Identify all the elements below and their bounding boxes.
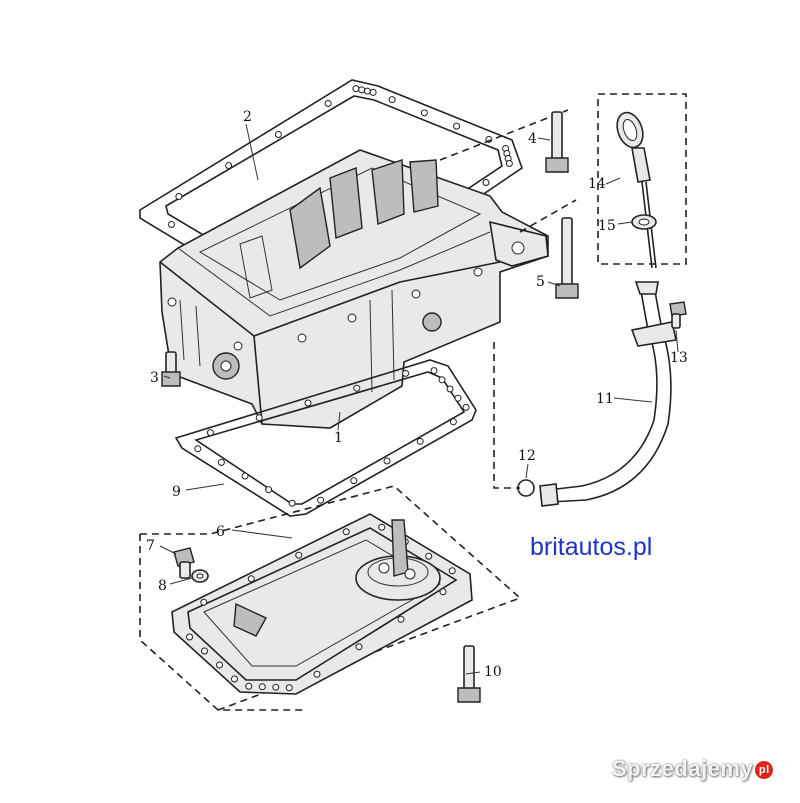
- bolt-hole: [285, 684, 293, 692]
- lower-oil-pan: [171, 513, 473, 695]
- bolt-hole: [168, 221, 175, 228]
- bolt-hole: [288, 499, 296, 507]
- washer-8: [191, 569, 209, 583]
- bolt-hole: [378, 523, 386, 531]
- bolt-4: [545, 111, 569, 173]
- seal-15: [631, 214, 657, 230]
- bolt-hole: [265, 486, 273, 494]
- callout-6: 6: [216, 524, 225, 540]
- callout-11: 11: [596, 391, 614, 407]
- bolt-hole: [430, 367, 438, 375]
- bolt-hole: [258, 683, 266, 691]
- bracket-6: [139, 534, 304, 711]
- leader-lines: [159, 123, 679, 675]
- bolt-hole: [247, 575, 255, 583]
- callout-4: 4: [528, 131, 537, 147]
- bolt-hole: [449, 418, 457, 426]
- callout-2: 2: [243, 109, 252, 125]
- upper-sump: [159, 149, 549, 429]
- callout-8: 8: [158, 578, 167, 594]
- bolt-hole: [295, 551, 303, 559]
- bolt-hole: [225, 162, 233, 169]
- callout-3: 3: [150, 370, 159, 386]
- bolt-hole: [388, 96, 396, 104]
- bolt-hole: [317, 496, 325, 504]
- bolt-hole: [352, 85, 360, 93]
- bolt-hole: [231, 675, 238, 683]
- callout-15: 15: [598, 218, 616, 234]
- bolt-hole: [304, 399, 312, 407]
- dipstick-tube-11: [539, 281, 677, 507]
- bolt-hole: [358, 86, 366, 94]
- bolt-hole: [438, 376, 446, 384]
- lower-gasket: [174, 359, 477, 517]
- callout-12: 12: [518, 448, 536, 464]
- callout-13: 13: [670, 350, 688, 366]
- bolt-hole: [416, 437, 424, 445]
- callout-10: 10: [484, 664, 502, 680]
- bolt-hole: [353, 384, 361, 392]
- o-ring-12: [517, 479, 535, 497]
- watermark-badge-icon: pl: [755, 761, 774, 780]
- callout-5: 5: [536, 274, 545, 290]
- bolt-hole: [175, 193, 183, 200]
- bolt-hole: [194, 445, 202, 453]
- callout-1: 1: [334, 430, 343, 446]
- dipstick-14: [616, 111, 657, 269]
- bolt-hole: [369, 88, 377, 96]
- bolt-hole: [255, 414, 263, 422]
- bolt-hole: [313, 670, 321, 678]
- bolt-hole: [482, 179, 490, 186]
- bolt-hole: [505, 160, 513, 167]
- bolt-5: [555, 217, 579, 299]
- bolt-hole: [446, 385, 454, 393]
- callout-labels: 2 1 3 4 5 6 7 8 9 10 11 12 13 14 15: [146, 109, 688, 680]
- bolt-hole: [383, 457, 391, 465]
- callout-9: 9: [172, 484, 181, 500]
- bolt-hole: [397, 615, 405, 623]
- bolt-hole: [420, 109, 428, 117]
- bolt-hole: [201, 647, 208, 655]
- callout-14: 14: [588, 176, 606, 192]
- bolt-3: [161, 351, 181, 387]
- bolt-13: [669, 301, 687, 329]
- bolt-hole: [342, 528, 350, 536]
- watermark-text: Sprzedajemy: [612, 756, 754, 781]
- drain-plug-7: [173, 547, 195, 579]
- bolt-hole: [355, 643, 363, 651]
- bolt-hole: [272, 683, 280, 691]
- bolt-hole: [363, 87, 371, 95]
- site-label: britautos.pl: [530, 533, 653, 561]
- bolt-hole: [462, 403, 470, 411]
- bolt-hole: [216, 661, 223, 669]
- bolt-hole: [402, 369, 410, 377]
- bolt-hole: [454, 394, 462, 402]
- bolt-hole: [274, 131, 282, 138]
- bolt-10: [457, 645, 481, 703]
- bolt-hole: [206, 429, 214, 437]
- bolt-hole: [453, 122, 461, 130]
- bolt-hole: [350, 477, 358, 485]
- bolt-hole: [425, 552, 433, 560]
- bolt-hole: [448, 567, 456, 575]
- bolt-hole: [186, 633, 193, 641]
- bolt-hole: [217, 458, 225, 466]
- dipstick-box: [597, 93, 687, 265]
- callout-7: 7: [146, 538, 155, 554]
- bolt-hole: [324, 100, 332, 107]
- bolt-hole: [245, 682, 253, 690]
- bolt-hole: [241, 472, 249, 480]
- bolt-hole: [200, 598, 208, 606]
- bolt-hole: [439, 588, 447, 596]
